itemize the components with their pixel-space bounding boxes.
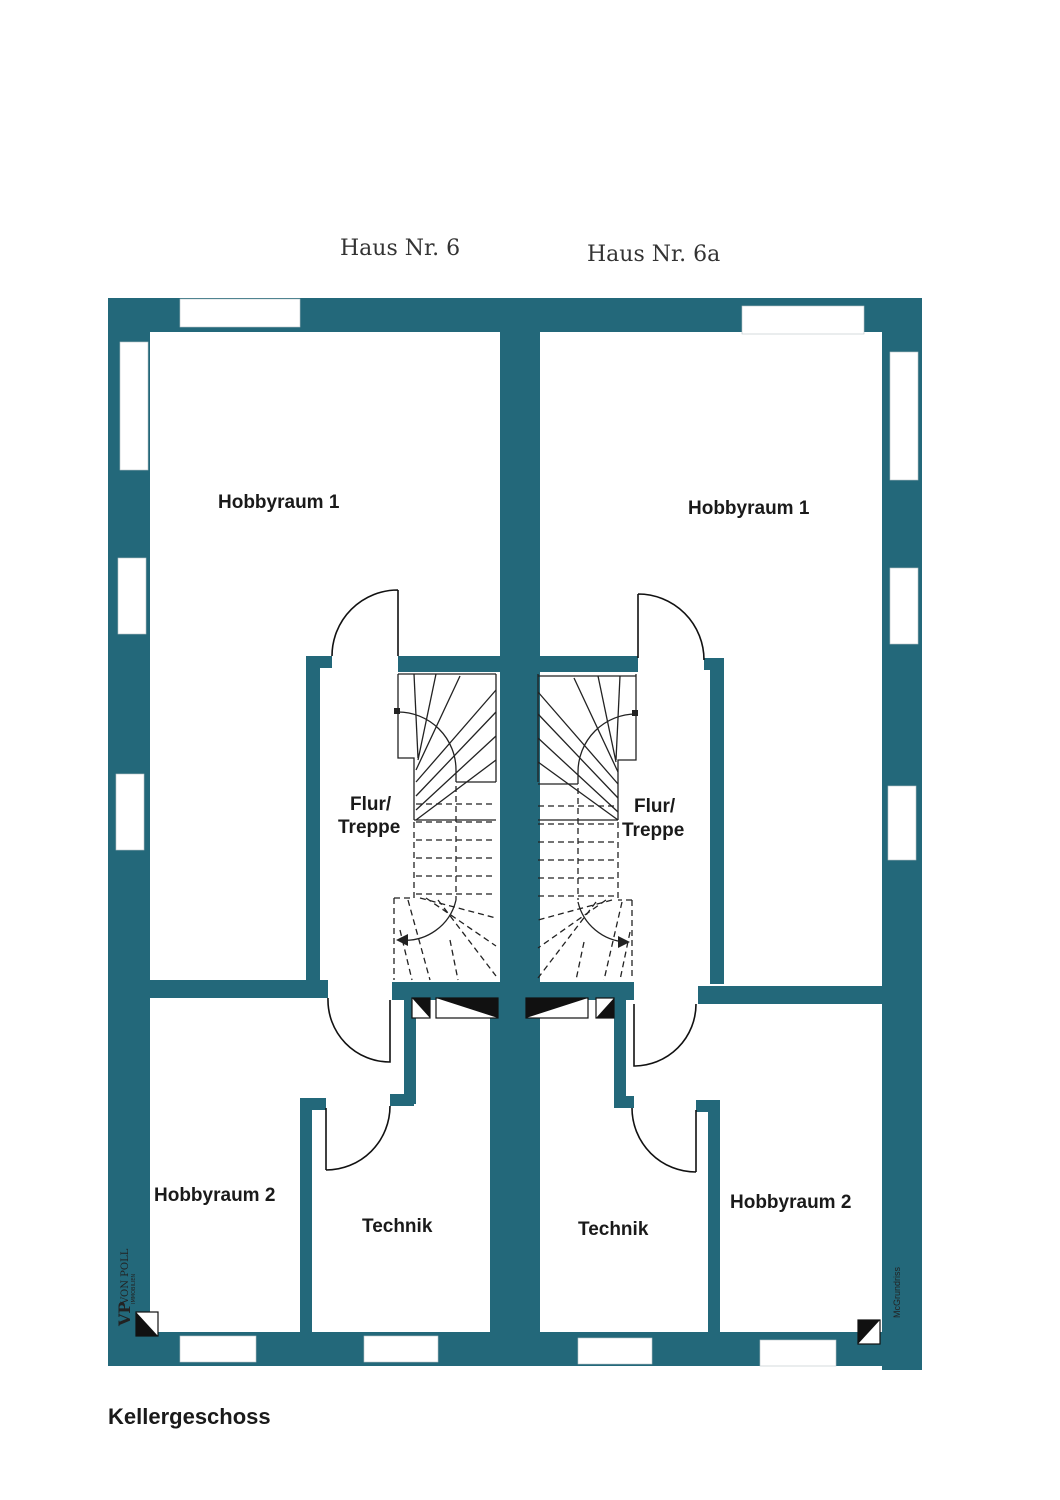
corner-mark-right-icon — [857, 1319, 881, 1345]
room-right-technik: Technik — [578, 1219, 649, 1240]
cellar-shafts — [411, 997, 615, 1019]
wall-left-tech-1 — [404, 1000, 416, 1104]
wall-right-stair-top — [538, 656, 638, 672]
wall-right-tech-4 — [708, 1100, 720, 1336]
room-left-hobbyraum-1: Hobbyraum 1 — [218, 492, 340, 513]
corner-mark-left-icon — [135, 1311, 159, 1337]
window-left-3 — [115, 773, 145, 851]
windows — [115, 298, 919, 1367]
house-label-left: Haus Nr. 6 — [340, 236, 460, 261]
wall-right-tech-2 — [614, 1096, 634, 1108]
window-right-1 — [889, 351, 919, 481]
window-top-left — [179, 298, 301, 328]
doors — [325, 589, 705, 1173]
room-right-hobbyraum-2: Hobbyraum 2 — [730, 1192, 851, 1213]
window-left-2 — [117, 557, 147, 635]
wall-left-stair-bottom — [392, 982, 500, 1000]
logo-name: VON POLL — [120, 1248, 131, 1305]
room-left-flur-line1: Flur/ — [350, 794, 392, 815]
wall-party-lower — [490, 1000, 530, 1334]
window-top-right — [741, 305, 865, 335]
wall-right-stair-bottom — [530, 982, 634, 1000]
window-bottom-3 — [577, 1337, 653, 1365]
credit-label: McGrundriss — [892, 1266, 902, 1318]
room-right-flur-line1: Flur/ — [634, 796, 676, 817]
logo-mark: VP — [115, 1302, 134, 1327]
room-left-technik: Technik — [362, 1216, 433, 1237]
wall-left-hall — [306, 656, 320, 980]
window-bottom-4 — [759, 1339, 837, 1367]
window-bottom-1 — [179, 1335, 257, 1363]
wall-left-mid — [140, 980, 328, 998]
floor-caption: Kellergeschoss — [108, 1404, 271, 1429]
room-right-flur-line2: Treppe — [622, 820, 684, 841]
wall-left-stair-top — [398, 656, 500, 672]
wall-right-mid — [698, 986, 884, 1004]
window-bottom-2 — [363, 1335, 439, 1363]
room-left-flur-line2: Treppe — [338, 817, 400, 838]
stairs-left — [393, 673, 497, 981]
inner-walls — [140, 330, 884, 1336]
wall-left-tech-4 — [300, 1098, 312, 1334]
room-left-hobbyraum-2: Hobbyraum 2 — [154, 1185, 275, 1206]
logo-sub: IMMOBILIEN — [131, 1274, 137, 1304]
wall-right-tech-1 — [614, 1000, 626, 1104]
house-label-right: Haus Nr. 6a — [587, 242, 720, 267]
window-right-2 — [889, 567, 919, 645]
wall-right-hall — [710, 658, 724, 984]
window-right-3 — [887, 785, 917, 861]
stairs-right — [537, 674, 638, 981]
room-right-hobbyraum-1: Hobbyraum 1 — [688, 498, 810, 519]
von-poll-logo: VP VON POLL IMMOBILIEN — [115, 1248, 137, 1327]
wall-left-tech-2 — [390, 1094, 414, 1106]
window-left-1 — [119, 341, 149, 471]
